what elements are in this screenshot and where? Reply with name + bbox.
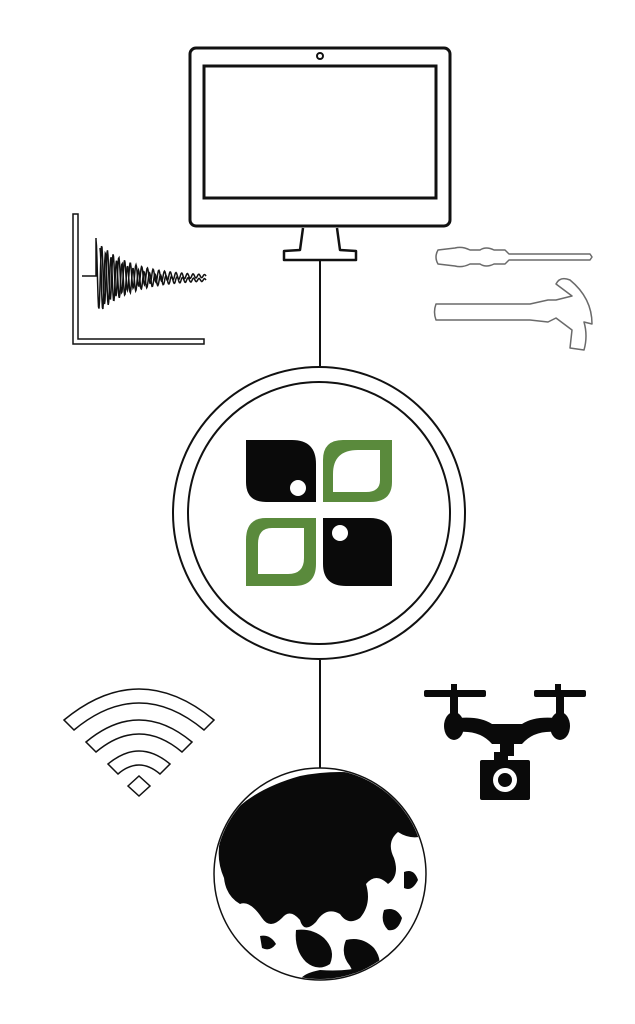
- four-leaf-logo-icon: [246, 440, 392, 586]
- globe-icon: [213, 767, 427, 981]
- drone-camera-icon: [424, 684, 586, 800]
- screwdriver-icon: [435, 246, 593, 268]
- wifi-icon: [62, 688, 216, 798]
- monitor-icon: [188, 46, 452, 262]
- hammer-icon: [433, 277, 593, 351]
- damped-oscillation-chart-icon: [72, 213, 207, 345]
- logo-ring: [172, 366, 466, 660]
